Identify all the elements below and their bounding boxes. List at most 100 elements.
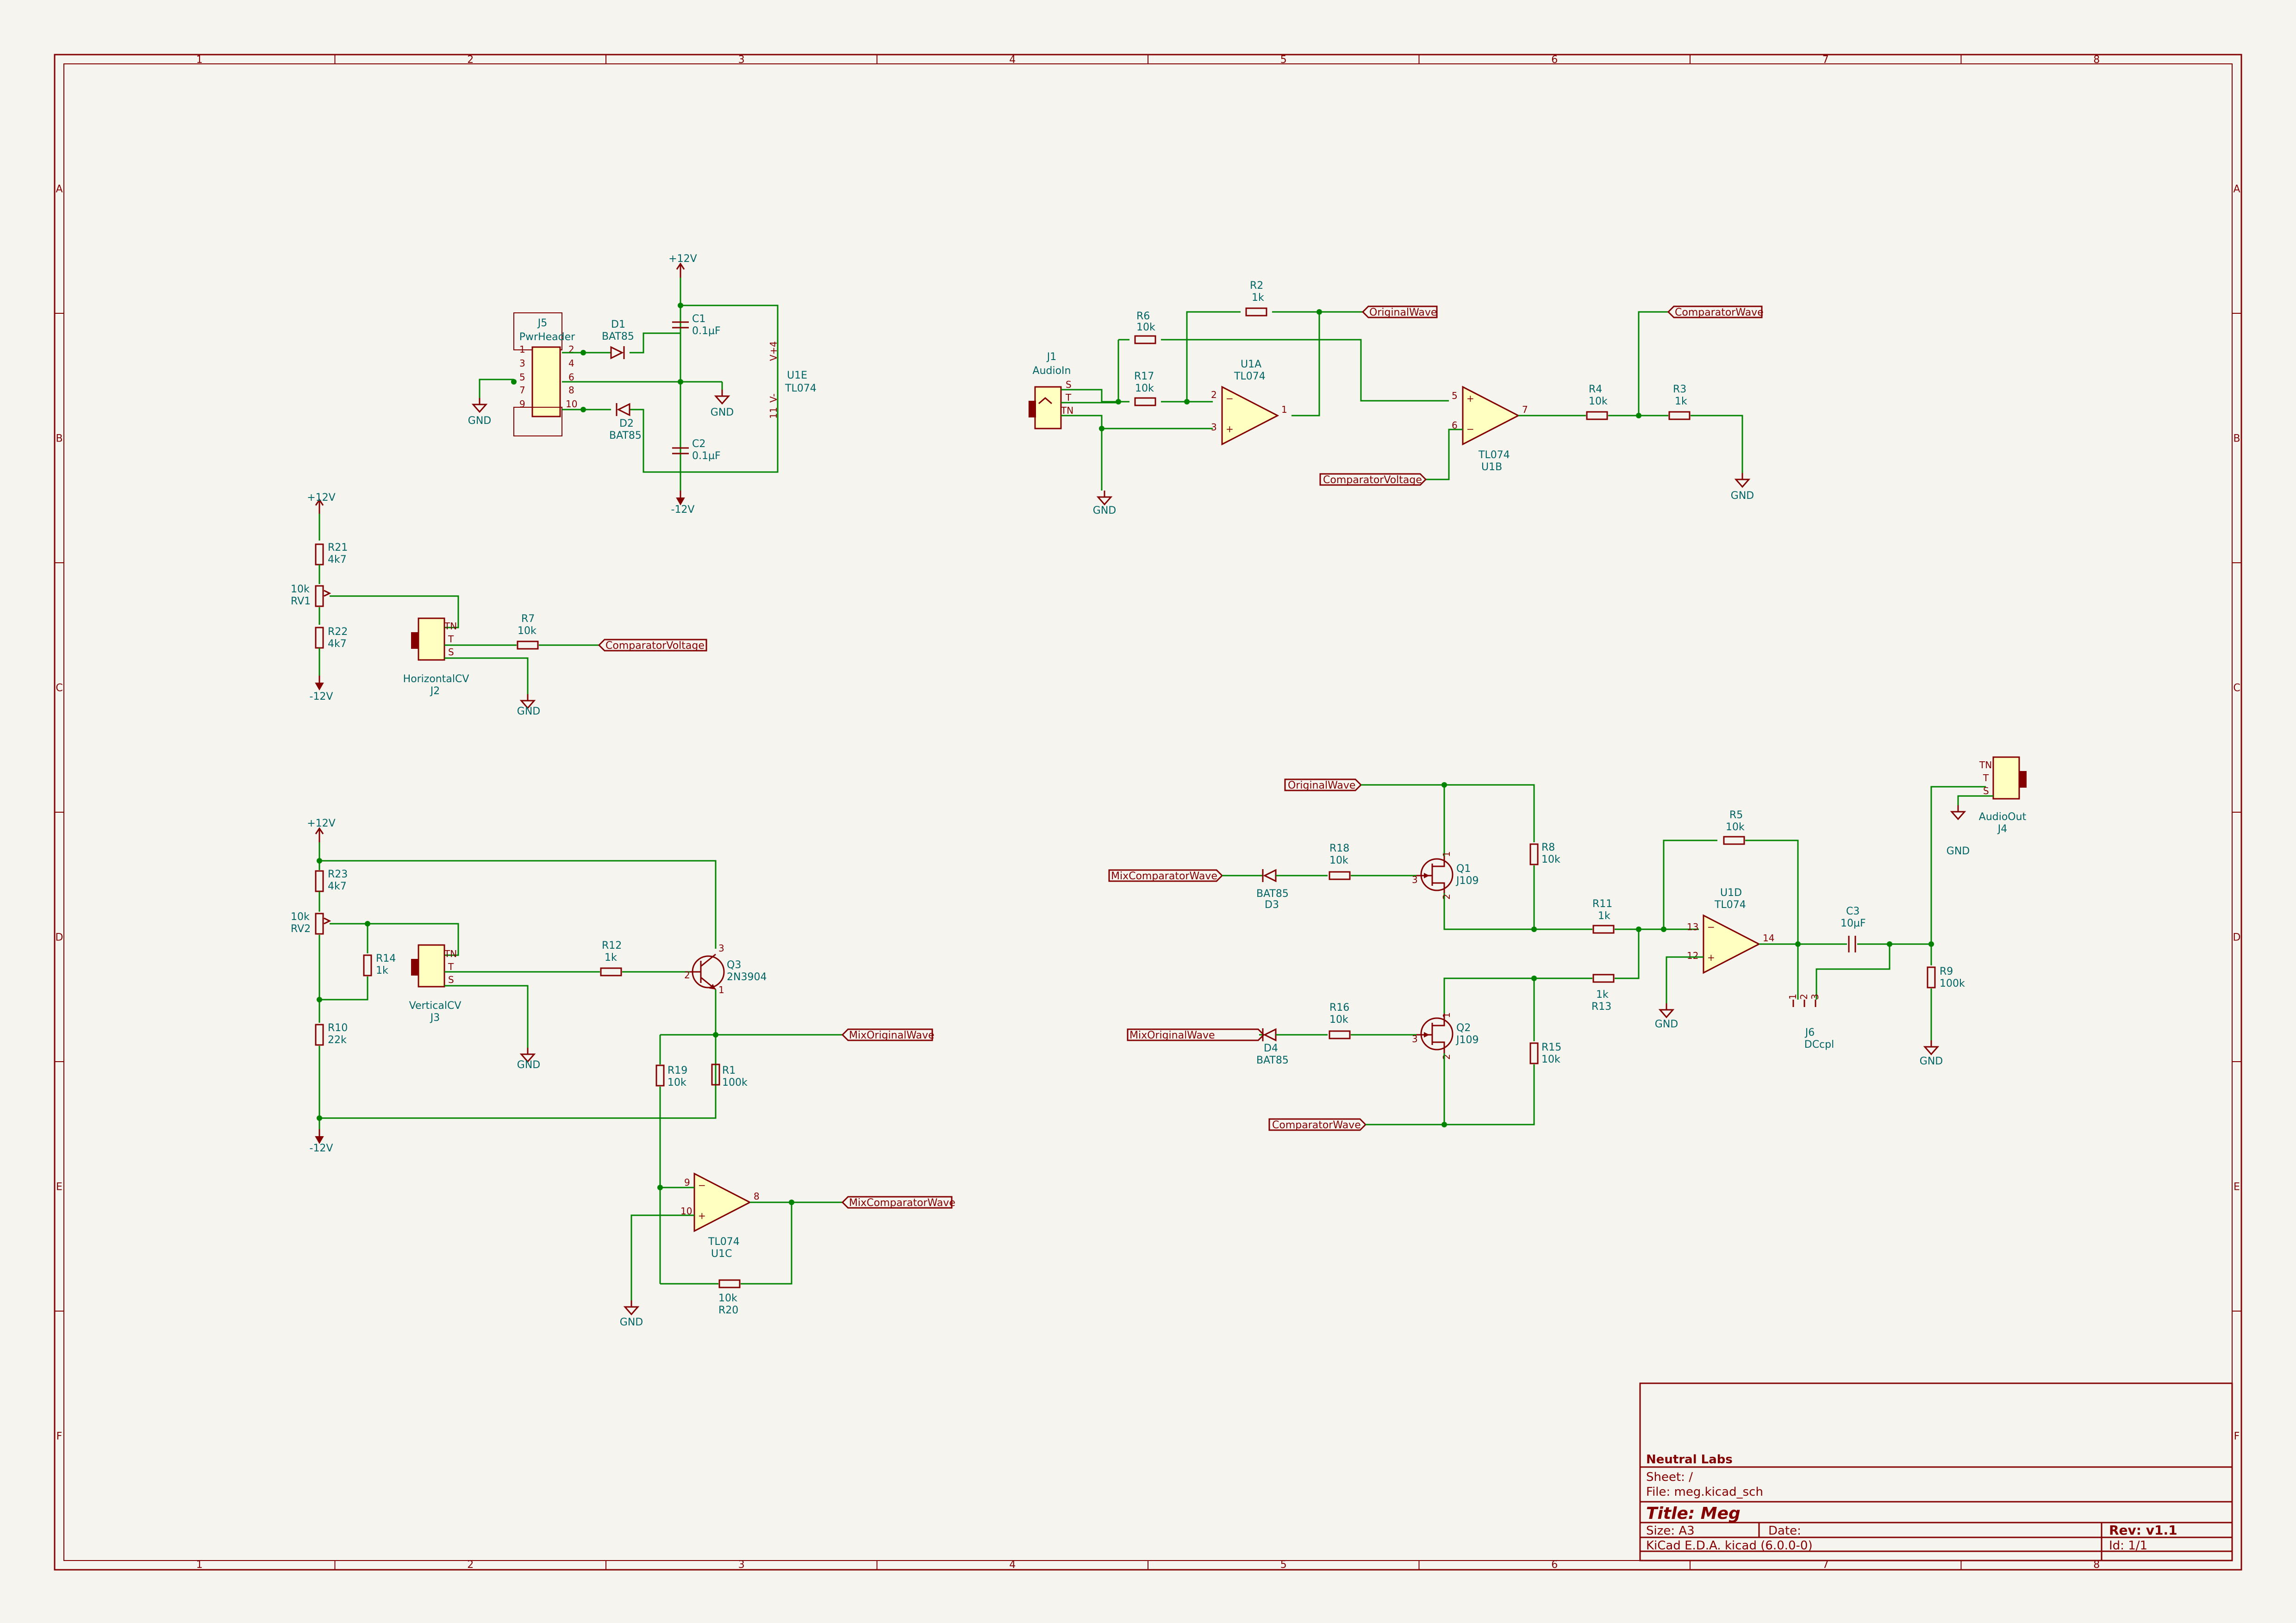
capacitor-c1: C1 0.1µF	[672, 313, 721, 337]
capacitor-c3: C3 10µF	[1841, 906, 1866, 952]
svg-text:U1C: U1C	[711, 1248, 732, 1260]
border-row-label: D	[56, 932, 63, 944]
border-col-label: 1	[196, 1559, 203, 1571]
tb-id: Id: 1/1	[2109, 1539, 2147, 1553]
svg-text:T: T	[448, 961, 454, 972]
svg-text:2: 2	[1798, 994, 1809, 1000]
tb-tool: KiCad E.D.A. kicad (6.0.0-0)	[1646, 1539, 1813, 1553]
label-comparatorwave-1: ComparatorWave	[1667, 305, 1764, 318]
jack-j4: TN T S AudioOut J4	[1979, 756, 2027, 835]
svg-text:10k: 10k	[668, 1077, 686, 1088]
border-col-label: 7	[1822, 1559, 1829, 1571]
svg-text:RV2: RV2	[291, 923, 311, 935]
border-row-label: F	[56, 1431, 62, 1443]
border-col-label: 1	[196, 54, 203, 66]
label-mixoriginalwave-2: MixOriginalWave	[1127, 1028, 1265, 1041]
svg-text:10k: 10k	[1726, 821, 1745, 833]
border-row-label: B	[56, 433, 62, 445]
svg-text:R1: R1	[722, 1065, 736, 1076]
svg-text:C3: C3	[1846, 906, 1859, 917]
svg-text:3: 3	[1809, 994, 1821, 1000]
svg-text:10k: 10k	[291, 911, 310, 923]
svg-text:MixOriginalWave: MixOriginalWave	[1129, 1030, 1215, 1041]
svg-text:2: 2	[1441, 894, 1452, 900]
svg-text:GND: GND	[1655, 1019, 1678, 1030]
jfet-q1: Q1 J109 1 2 3	[1412, 851, 1479, 900]
svg-text:ComparatorWave: ComparatorWave	[1272, 1119, 1361, 1131]
svg-text:10k: 10k	[718, 1293, 737, 1304]
tb-size: Size: A3	[1646, 1524, 1695, 1538]
svg-text:1: 1	[1441, 1012, 1452, 1018]
svg-text:+: +	[1226, 423, 1234, 435]
svg-text:TL074: TL074	[785, 383, 817, 394]
svg-text:BAT85: BAT85	[1256, 1055, 1289, 1066]
title-block: Neutral Labs Sheet: / File: meg.kicad_sc…	[1639, 1382, 2233, 1561]
svg-text:S: S	[1066, 379, 1072, 390]
svg-text:R12: R12	[602, 940, 622, 951]
svg-text:U1A: U1A	[1241, 359, 1261, 370]
border-col-label: 5	[1280, 54, 1287, 66]
label-mixcomparatorwave-1: MixComparatorWave	[841, 1196, 955, 1209]
svg-text:1k: 1k	[1598, 910, 1610, 922]
svg-text:7: 7	[1522, 404, 1528, 415]
power-header-block: J5 PwrHeader 1 3 5 7 9 2 4 6 8 10 +12V	[468, 253, 817, 516]
svg-text:AudioIn: AudioIn	[1033, 365, 1071, 377]
svg-text:D3: D3	[1265, 899, 1279, 911]
svg-text:3: 3	[1412, 874, 1418, 885]
tb-company: Neutral Labs	[1646, 1453, 1733, 1467]
svg-text:D4: D4	[1264, 1043, 1278, 1054]
svg-text:J6: J6	[1804, 1027, 1815, 1038]
svg-text:+: +	[1707, 952, 1715, 963]
label-comparatorvoltage-2: ComparatorVoltage	[598, 639, 707, 652]
svg-text:RV1: RV1	[291, 596, 311, 607]
svg-text:V-: V-	[768, 393, 779, 403]
border-row-label: B	[2233, 433, 2240, 445]
opamp-u1e-power: U1E TL074 V+ V- 4 11	[768, 341, 817, 419]
svg-text:C1: C1	[692, 313, 705, 325]
svg-text:MixComparatorWave: MixComparatorWave	[849, 1197, 955, 1209]
svg-text:BAT85: BAT85	[1256, 888, 1289, 900]
svg-text:R20: R20	[718, 1305, 738, 1316]
svg-text:+12V: +12V	[307, 818, 335, 829]
svg-text:TN: TN	[444, 948, 457, 959]
svg-text:J3: J3	[430, 1012, 440, 1024]
border-row-label: D	[2233, 932, 2241, 944]
svg-text:100k: 100k	[1940, 978, 1965, 989]
svg-text:Q3: Q3	[727, 959, 741, 971]
svg-text:−: −	[1466, 423, 1474, 435]
svg-text:7: 7	[519, 385, 525, 396]
svg-text:10k: 10k	[1135, 383, 1154, 394]
svg-text:GND: GND	[517, 706, 540, 717]
connector-j5: J5 PwrHeader 1 3 5 7 9 2 4 6 8 10	[513, 312, 577, 436]
border-row-label: E	[2234, 1181, 2240, 1193]
mixer-block: OriginalWave R8 10k R11 1k MixComparator…	[1108, 756, 2027, 1131]
svg-text:9: 9	[684, 1177, 690, 1188]
svg-text:R22: R22	[328, 626, 348, 638]
diode-d1: D1 BAT85	[602, 319, 634, 360]
svg-text:1: 1	[1441, 851, 1452, 857]
svg-text:Q2: Q2	[1456, 1022, 1471, 1034]
svg-text:OriginalWave: OriginalWave	[1288, 780, 1355, 791]
svg-text:S: S	[448, 974, 454, 985]
opamp-u1d: − + 13 12 14 U1D TL074	[1687, 887, 1774, 974]
tb-file: File: meg.kicad_sch	[1646, 1485, 1763, 1499]
border-row-label: C	[2233, 683, 2240, 694]
svg-text:R6: R6	[1136, 311, 1150, 322]
svg-text:GND: GND	[1093, 505, 1116, 516]
svg-text:+: +	[698, 1210, 706, 1221]
svg-text:2N3904: 2N3904	[727, 971, 767, 983]
svg-text:10k: 10k	[1136, 322, 1155, 333]
capacitor-c2: C2 0.1µF	[672, 438, 721, 462]
svg-text:1: 1	[519, 344, 525, 355]
svg-text:22k: 22k	[328, 1034, 347, 1046]
svg-text:0.1µF: 0.1µF	[692, 325, 721, 337]
svg-text:GND: GND	[1920, 1056, 1943, 1067]
svg-text:R5: R5	[1729, 809, 1743, 821]
svg-text:4: 4	[768, 341, 779, 347]
svg-text:1k: 1k	[605, 952, 617, 964]
svg-text:R8: R8	[1541, 842, 1555, 853]
svg-text:Q1: Q1	[1456, 863, 1471, 875]
svg-text:J4: J4	[1997, 823, 2008, 835]
svg-text:R13: R13	[1591, 1001, 1611, 1013]
